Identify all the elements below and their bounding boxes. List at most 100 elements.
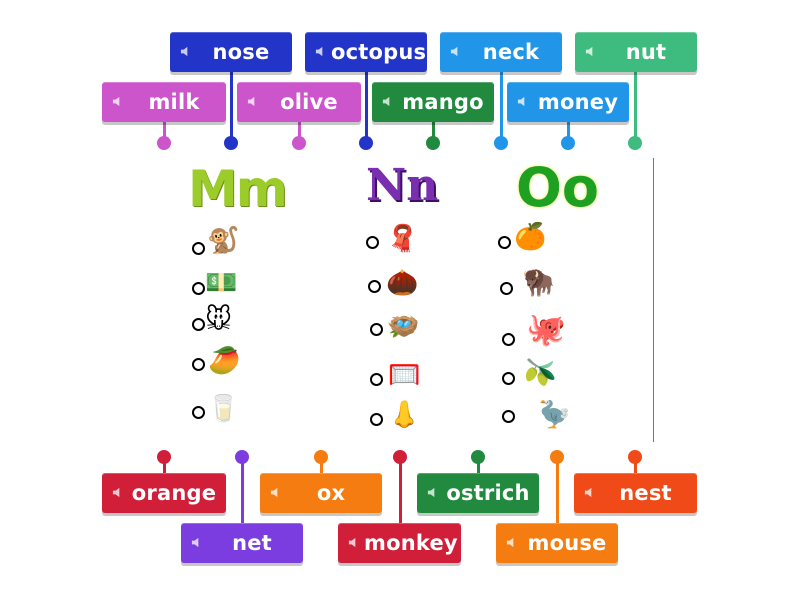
- speaker-icon[interactable]: [348, 537, 359, 548]
- pin-stem: [241, 460, 244, 526]
- tile-label: monkey: [364, 531, 458, 555]
- speaker-icon[interactable]: [584, 487, 595, 498]
- tile-label: olive: [280, 90, 338, 114]
- speaker-icon[interactable]: [191, 537, 202, 548]
- speaker-icon[interactable]: [427, 487, 438, 498]
- pin-octopus[interactable]: [359, 136, 373, 150]
- pin-mango[interactable]: [426, 136, 440, 150]
- neck-image: 🧣: [386, 224, 419, 254]
- heading-oo: Oo: [516, 156, 600, 219]
- tile-label: money: [537, 90, 619, 114]
- drop-target-circle[interactable]: [366, 236, 379, 249]
- tile-milk[interactable]: milk: [102, 82, 226, 122]
- pin-neck[interactable]: [494, 136, 508, 150]
- tile-label: net: [232, 531, 272, 555]
- drop-target-circle[interactable]: [192, 318, 205, 331]
- milk-image: 🥛: [207, 394, 240, 424]
- pin-net[interactable]: [235, 450, 249, 464]
- tile-mango[interactable]: mango: [372, 82, 494, 122]
- pin-stem: [567, 122, 570, 138]
- tile-label: nose: [212, 40, 270, 64]
- drop-target-circle[interactable]: [370, 323, 383, 336]
- pin-olive[interactable]: [292, 136, 306, 150]
- ostrich-image: 🦤: [538, 400, 571, 430]
- drop-target-circle[interactable]: [498, 236, 511, 249]
- tile-label: mango: [402, 90, 484, 114]
- tile-neck[interactable]: neck: [440, 32, 562, 72]
- tile-monkey[interactable]: monkey: [338, 523, 461, 563]
- drop-target-circle[interactable]: [192, 242, 205, 255]
- board-border: [653, 158, 654, 442]
- speaker-icon[interactable]: [112, 487, 123, 498]
- tile-label: nut: [625, 40, 667, 64]
- tile-money[interactable]: money: [507, 82, 629, 122]
- nose-image: 👃: [388, 400, 421, 430]
- pin-stem: [556, 460, 559, 526]
- ox-image: 🦬: [522, 268, 555, 298]
- drop-target-circle[interactable]: [502, 333, 515, 346]
- orange-image: 🍊: [514, 222, 547, 252]
- pin-nose[interactable]: [224, 136, 238, 150]
- tile-label: ox: [316, 481, 346, 505]
- pin-stem: [477, 460, 480, 476]
- drop-target-circle[interactable]: [502, 372, 515, 385]
- pin-nest[interactable]: [628, 450, 642, 464]
- tile-ostrich[interactable]: ostrich: [417, 473, 539, 513]
- drop-target-circle[interactable]: [192, 358, 205, 371]
- octopus-image: 🐙: [526, 310, 566, 348]
- tile-net[interactable]: net: [181, 523, 303, 563]
- pin-milk[interactable]: [157, 136, 171, 150]
- speaker-icon[interactable]: [270, 487, 281, 498]
- speaker-icon[interactable]: [517, 96, 528, 107]
- pin-stem: [320, 460, 323, 476]
- pin-monkey[interactable]: [393, 450, 407, 464]
- mouse-image: 🐭: [205, 305, 233, 335]
- speaker-icon[interactable]: [382, 96, 393, 107]
- tile-mouse[interactable]: mouse: [496, 523, 618, 563]
- speaker-icon[interactable]: [180, 46, 191, 57]
- pin-ox[interactable]: [314, 450, 328, 464]
- pin-money[interactable]: [561, 136, 575, 150]
- drop-target-circle[interactable]: [192, 282, 205, 295]
- speaker-icon[interactable]: [506, 537, 517, 548]
- speaker-icon[interactable]: [247, 96, 258, 107]
- olive-image: 🫒: [524, 358, 557, 388]
- monkey-image: 🐒: [207, 226, 240, 256]
- pin-stem: [365, 72, 368, 138]
- pin-orange[interactable]: [157, 450, 171, 464]
- pin-stem: [230, 72, 233, 138]
- drop-target-circle[interactable]: [500, 282, 513, 295]
- tile-octopus[interactable]: octopus: [305, 32, 427, 72]
- pin-stem: [634, 72, 637, 138]
- drop-target-circle[interactable]: [368, 280, 381, 293]
- speaker-icon[interactable]: [450, 46, 461, 57]
- tile-ox[interactable]: ox: [260, 473, 382, 513]
- drop-target-circle[interactable]: [192, 406, 205, 419]
- pin-ostrich[interactable]: [471, 450, 485, 464]
- pin-stem: [298, 122, 301, 138]
- tile-label: mouse: [527, 531, 607, 555]
- pin-stem: [163, 122, 166, 138]
- speaker-icon[interactable]: [112, 96, 123, 107]
- tile-olive[interactable]: olive: [237, 82, 361, 122]
- net-image: 🥅: [388, 360, 421, 390]
- heading-nn: Nn: [366, 160, 439, 211]
- tile-label: neck: [482, 40, 540, 64]
- speaker-icon[interactable]: [585, 46, 596, 57]
- tile-orange[interactable]: orange: [102, 473, 226, 513]
- tile-label: nest: [619, 481, 672, 505]
- money-image: 💵: [205, 268, 238, 298]
- speaker-icon[interactable]: [315, 46, 326, 57]
- tile-nut[interactable]: nut: [575, 32, 697, 72]
- tile-label: ostrich: [446, 481, 530, 505]
- tile-nose[interactable]: nose: [170, 32, 292, 72]
- heading-mm: Mm: [188, 160, 288, 218]
- nest-image: 🪺: [387, 312, 420, 342]
- drop-target-circle[interactable]: [370, 373, 383, 386]
- tile-nest[interactable]: nest: [574, 473, 697, 513]
- drop-target-circle[interactable]: [502, 410, 515, 423]
- pin-stem: [634, 460, 637, 476]
- pin-mouse[interactable]: [550, 450, 564, 464]
- drop-target-circle[interactable]: [370, 413, 383, 426]
- pin-nut[interactable]: [628, 136, 642, 150]
